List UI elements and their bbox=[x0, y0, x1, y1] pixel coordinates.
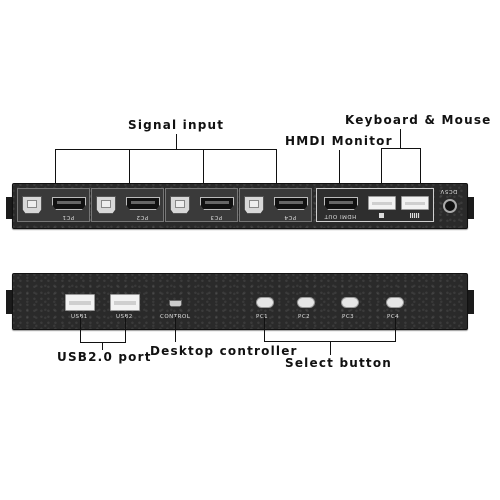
pc-label: PC1 bbox=[62, 214, 75, 220]
keyboard-mouse-leg-2 bbox=[420, 148, 422, 196]
usb-a-port-mouse bbox=[368, 196, 396, 210]
pc-label: PC4 bbox=[284, 214, 297, 220]
select-bracket-leg-4 bbox=[395, 317, 397, 341]
front-right-ear bbox=[466, 290, 474, 314]
usb-b-port bbox=[170, 196, 190, 214]
keyboard-mouse-label: Keyboard & Mouse bbox=[345, 113, 492, 127]
front-panel: USB1 USB2 CONTROL PC1 PC2 PC3 PC4 bbox=[12, 273, 468, 330]
output-module: HDMI OUT bbox=[316, 188, 434, 222]
signal-input-stem bbox=[176, 134, 178, 149]
desktop-controller-leader bbox=[175, 317, 177, 342]
pc-label: PC3 bbox=[210, 214, 223, 220]
dc-power-jack bbox=[443, 199, 457, 213]
signal-input-label: Signal input bbox=[128, 118, 225, 132]
desktop-controller-label: Desktop controller bbox=[150, 344, 298, 358]
keyboard-mouse-bracket bbox=[381, 148, 421, 150]
select-bracket-stem bbox=[330, 341, 332, 355]
rear-panel: PC1 PC2 PC3 PC4 HDMI OUT DC5V bbox=[12, 183, 468, 229]
usb-port-label: USB2.0 port bbox=[57, 350, 152, 364]
usb-b-port bbox=[244, 196, 264, 214]
pc-label: PC2 bbox=[136, 214, 149, 220]
usb2-port bbox=[110, 294, 140, 311]
usb-b-port bbox=[22, 196, 42, 214]
hdmi-port bbox=[52, 197, 86, 210]
usb-b-port bbox=[96, 196, 116, 214]
button-label: PC2 bbox=[298, 314, 311, 320]
usb1-label: USB1 bbox=[71, 314, 88, 320]
left-ear bbox=[6, 197, 14, 219]
right-ear bbox=[466, 197, 474, 219]
button-label: PC4 bbox=[387, 314, 400, 320]
signal-input-leg-2 bbox=[129, 149, 131, 196]
hdmi-port bbox=[200, 197, 234, 210]
hdmi-monitor-leader bbox=[339, 150, 341, 197]
usb2-label: USB2 bbox=[116, 314, 133, 320]
pc1-module: PC1 bbox=[17, 188, 90, 222]
keyboard-mouse-leg-1 bbox=[381, 148, 383, 196]
signal-input-bracket bbox=[55, 149, 277, 151]
pc3-module: PC3 bbox=[165, 188, 238, 222]
keyboard-icon bbox=[410, 213, 420, 218]
hdmi-out-port bbox=[324, 197, 358, 210]
hdmi-out-label: HDMI OUT bbox=[324, 213, 357, 219]
select-button-pc3[interactable] bbox=[341, 297, 359, 308]
usb1-port bbox=[65, 294, 95, 311]
hdmi-port bbox=[126, 197, 160, 210]
hdmi-port bbox=[274, 197, 308, 210]
usb-bracket-stem bbox=[102, 342, 104, 350]
pc2-module: PC2 bbox=[91, 188, 164, 222]
dc-label: DC5V bbox=[440, 188, 458, 194]
control-port bbox=[169, 300, 182, 307]
select-bracket-leg-1 bbox=[264, 317, 266, 341]
usb-bracket-leg-1 bbox=[80, 317, 82, 342]
hdmi-monitor-label: HMDI Monitor bbox=[285, 134, 393, 148]
keyboard-mouse-stem bbox=[400, 129, 402, 148]
pc4-module: PC4 bbox=[239, 188, 312, 222]
select-button-pc4[interactable] bbox=[386, 297, 404, 308]
button-label: PC1 bbox=[256, 314, 269, 320]
signal-input-leg-4 bbox=[276, 149, 278, 196]
select-button-pc2[interactable] bbox=[297, 297, 315, 308]
usb-bracket-leg-2 bbox=[125, 317, 127, 342]
front-left-ear bbox=[6, 290, 14, 314]
control-label: CONTROL bbox=[160, 314, 190, 320]
signal-input-leg-1 bbox=[55, 149, 57, 196]
select-button-pc1[interactable] bbox=[256, 297, 274, 308]
usb-a-port-keyboard bbox=[401, 196, 429, 210]
select-button-label: Select button bbox=[285, 356, 393, 370]
button-label: PC3 bbox=[342, 314, 355, 320]
signal-input-leg-3 bbox=[203, 149, 205, 196]
mouse-icon bbox=[379, 213, 384, 218]
